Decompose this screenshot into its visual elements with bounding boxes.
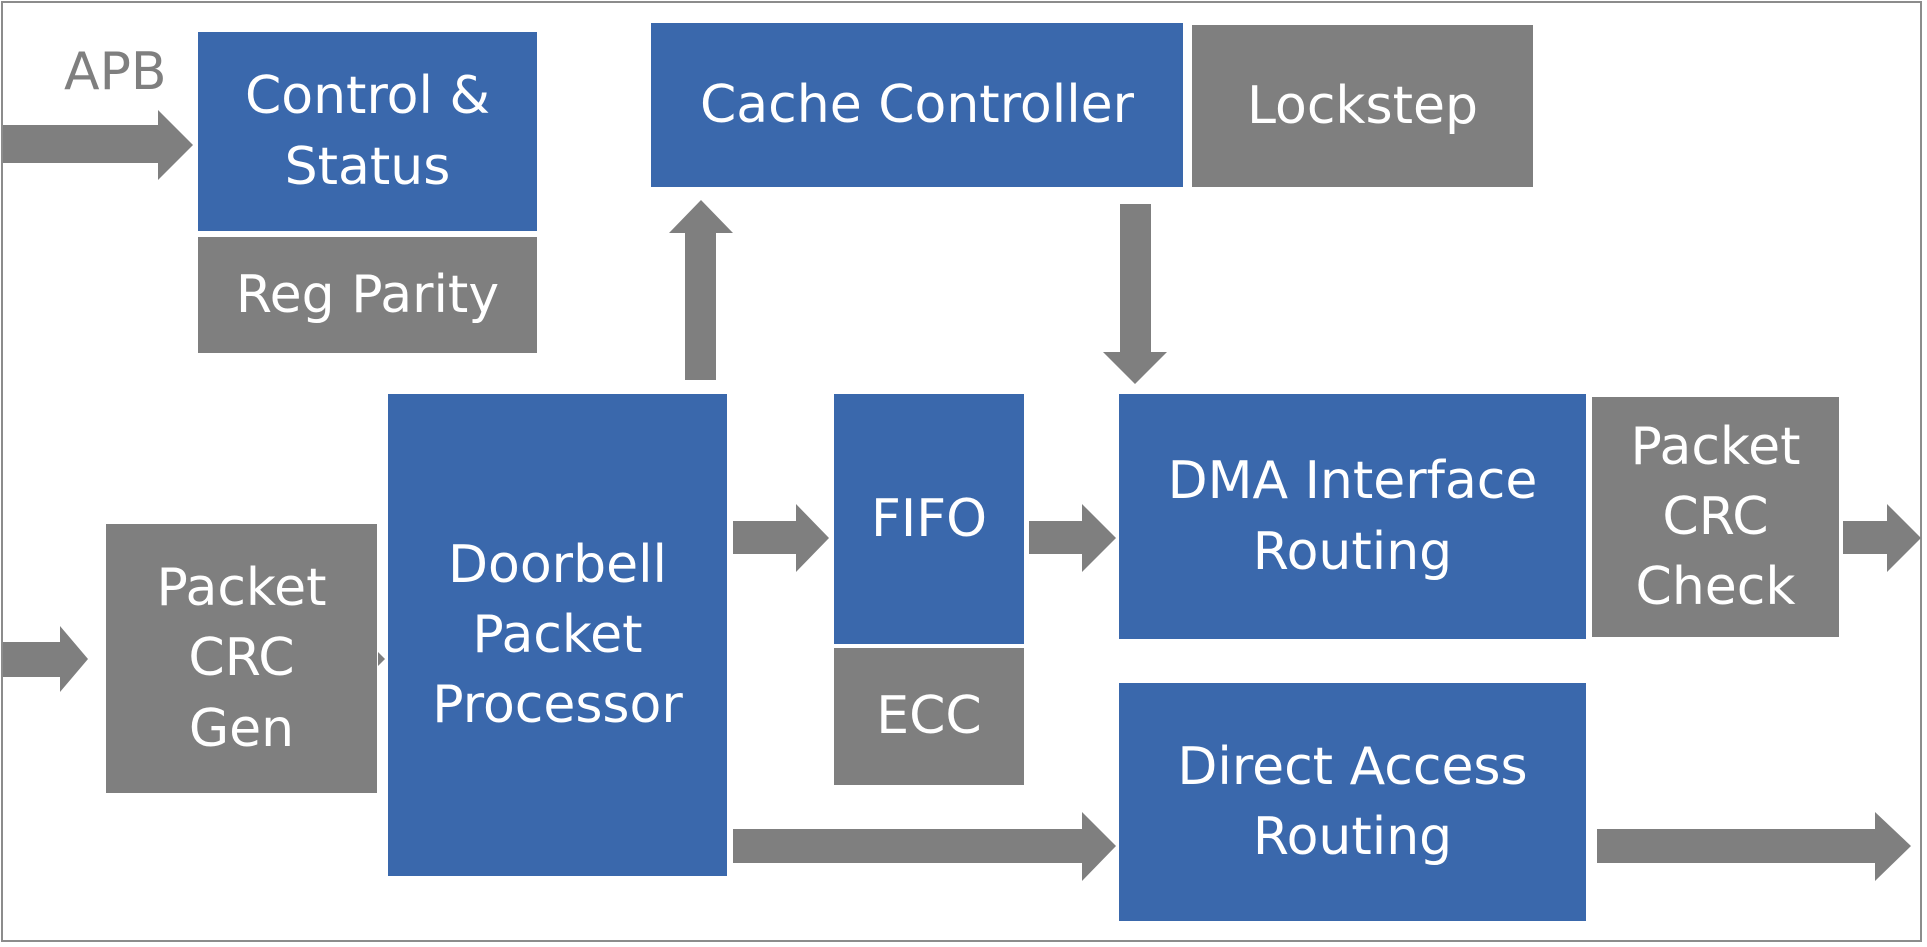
arrow-apb-to-control bbox=[3, 110, 193, 180]
lockstep-block: Lockstep bbox=[1192, 25, 1533, 187]
apb-label: APB bbox=[64, 42, 167, 102]
arrow-cache-to-dma bbox=[1103, 204, 1167, 384]
dma-interface-routing-block: DMA Interface Routing bbox=[1119, 394, 1586, 639]
fifo-block: FIFO bbox=[834, 394, 1024, 644]
reg-parity-block: Reg Parity bbox=[198, 237, 537, 353]
ecc-block: ECC bbox=[834, 648, 1024, 785]
arrow-input-to-crc-gen bbox=[3, 626, 88, 692]
arrow-doorbell-to-cache bbox=[669, 200, 733, 380]
cache-controller-block: Cache Controller bbox=[651, 23, 1183, 187]
arrow-doorbell-to-direct bbox=[733, 812, 1116, 881]
control-status-block: Control & Status bbox=[198, 32, 537, 231]
arrow-doorbell-to-fifo bbox=[733, 504, 829, 572]
doorbell-packet-processor-block: Doorbell Packet Processor bbox=[388, 394, 727, 876]
arrow-fifo-to-dma bbox=[1029, 504, 1116, 572]
direct-access-routing-block: Direct Access Routing bbox=[1119, 683, 1586, 921]
packet-crc-check-block: Packet CRC Check bbox=[1592, 397, 1839, 637]
arrow-crc-gen-to-doorbell bbox=[378, 652, 385, 666]
arrow-crc-check-to-output bbox=[1843, 504, 1921, 572]
arrow-direct-to-output bbox=[1597, 812, 1911, 881]
packet-crc-gen-block: Packet CRC Gen bbox=[106, 524, 377, 793]
